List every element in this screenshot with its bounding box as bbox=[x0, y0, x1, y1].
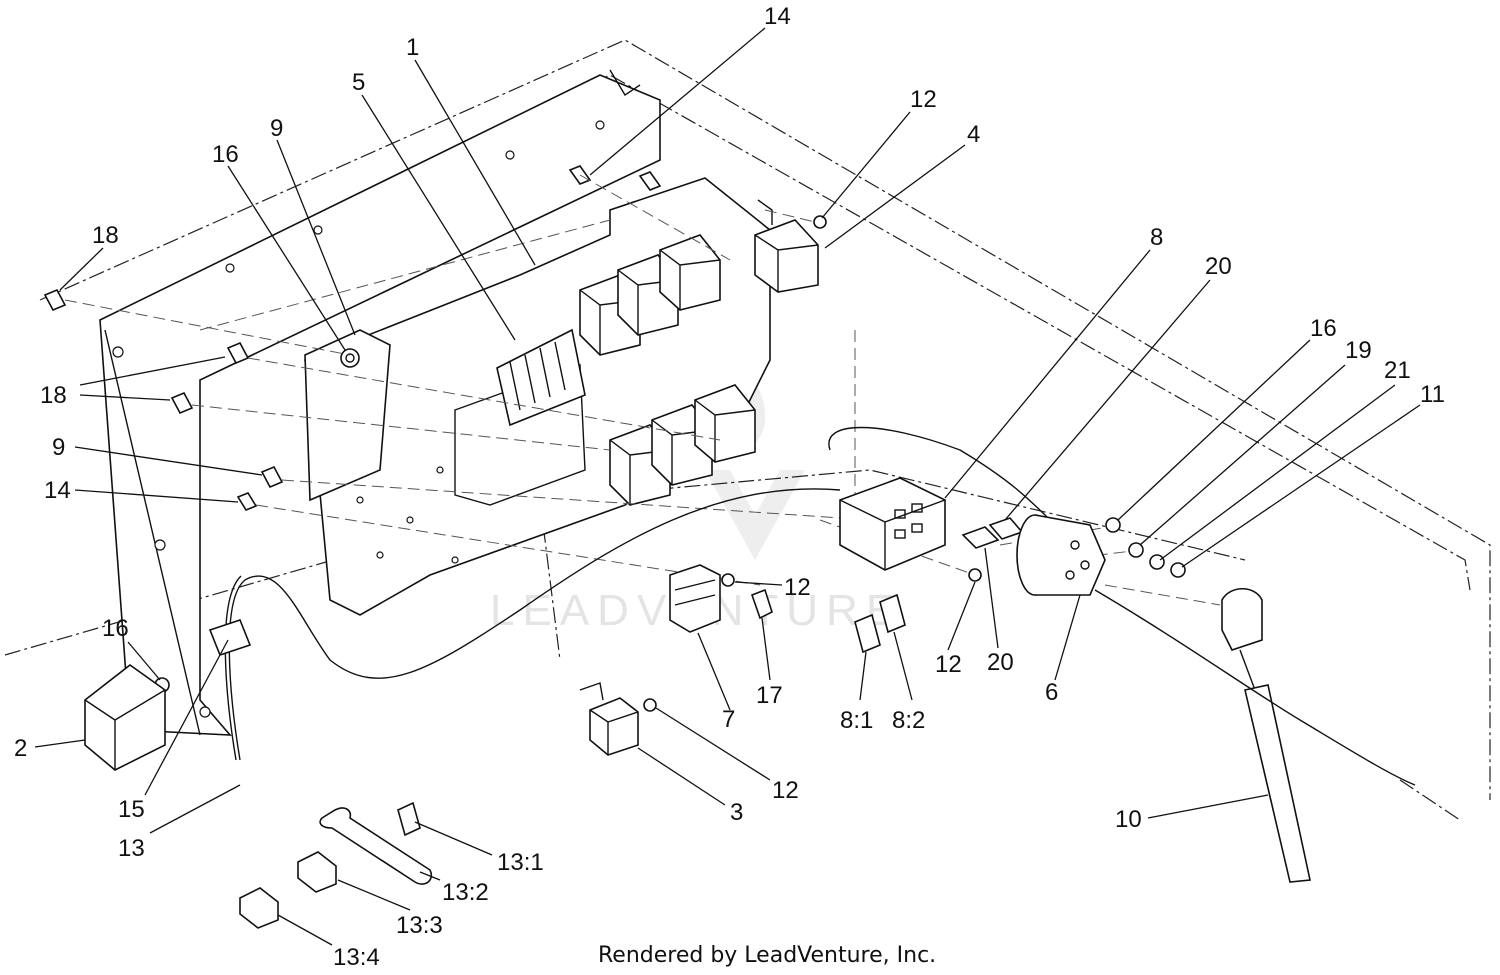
callout-12: 12 bbox=[784, 574, 811, 601]
callout-10: 10 bbox=[1115, 806, 1142, 833]
callout-13-2: 13:2 bbox=[442, 879, 489, 906]
callout-1: 1 bbox=[406, 34, 419, 61]
relay-3 bbox=[579, 682, 639, 756]
callout-8: 8 bbox=[1150, 224, 1163, 251]
relay-4 bbox=[754, 199, 819, 293]
callout-5: 5 bbox=[352, 69, 365, 96]
callout-14: 14 bbox=[44, 477, 71, 504]
module-2 bbox=[84, 664, 166, 771]
callout-16: 16 bbox=[212, 141, 239, 168]
callout-2: 2 bbox=[14, 735, 27, 762]
callout-6: 6 bbox=[1045, 679, 1058, 706]
callout-4: 4 bbox=[967, 121, 980, 148]
callout-20: 20 bbox=[1205, 253, 1232, 280]
left-bracket bbox=[304, 329, 391, 502]
switch-hardware bbox=[154, 517, 1186, 712]
callout-9: 9 bbox=[270, 115, 283, 142]
callout-7: 7 bbox=[722, 706, 735, 733]
callout-13-1: 13:1 bbox=[497, 849, 544, 876]
callout-18: 18 bbox=[92, 222, 119, 249]
callout-14: 14 bbox=[764, 3, 791, 30]
callout-11: 11 bbox=[1420, 381, 1445, 408]
fuses-8 bbox=[854, 593, 906, 654]
kit-13 bbox=[239, 801, 433, 929]
ignition-switch-6 bbox=[1016, 514, 1106, 596]
nut-12 bbox=[813, 215, 827, 229]
relay bbox=[694, 384, 756, 463]
decal bbox=[496, 328, 586, 427]
relay bbox=[659, 234, 721, 311]
connector-20 bbox=[961, 517, 1024, 549]
terminal-block-7 bbox=[669, 564, 721, 633]
callout-12: 12 bbox=[935, 651, 962, 678]
callout-17: 17 bbox=[756, 682, 783, 709]
callout-15: 15 bbox=[118, 796, 145, 823]
callout-labels: 1 5 9 16 18 18 9 14 14 12 4 8 20 16 19 2… bbox=[14, 3, 1445, 971]
callout-18: 18 bbox=[40, 382, 67, 409]
connector-8 bbox=[839, 477, 946, 571]
callout-3: 3 bbox=[730, 799, 743, 826]
key-cable-10 bbox=[1094, 587, 1416, 883]
callout-13-3: 13:3 bbox=[396, 912, 443, 939]
relay-bank bbox=[579, 234, 756, 506]
callout-9: 9 bbox=[52, 434, 65, 461]
callout-8-1: 8:1 bbox=[840, 707, 873, 734]
leader-lines bbox=[34, 27, 1421, 946]
callout-13: 13 bbox=[118, 835, 145, 862]
callout-12: 12 bbox=[772, 777, 799, 804]
callout-16: 16 bbox=[102, 615, 129, 642]
callout-20: 20 bbox=[987, 649, 1014, 676]
wire-harness bbox=[208, 426, 1051, 761]
footer-credit: Rendered by LeadVenture, Inc. bbox=[598, 943, 936, 968]
callout-8-2: 8:2 bbox=[892, 707, 925, 734]
clip-17 bbox=[750, 588, 773, 620]
callout-16: 16 bbox=[1310, 315, 1337, 342]
callout-12: 12 bbox=[910, 86, 937, 113]
callout-21: 21 bbox=[1384, 357, 1411, 384]
callout-13-4: 13:4 bbox=[333, 944, 380, 971]
callout-19: 19 bbox=[1345, 337, 1372, 364]
